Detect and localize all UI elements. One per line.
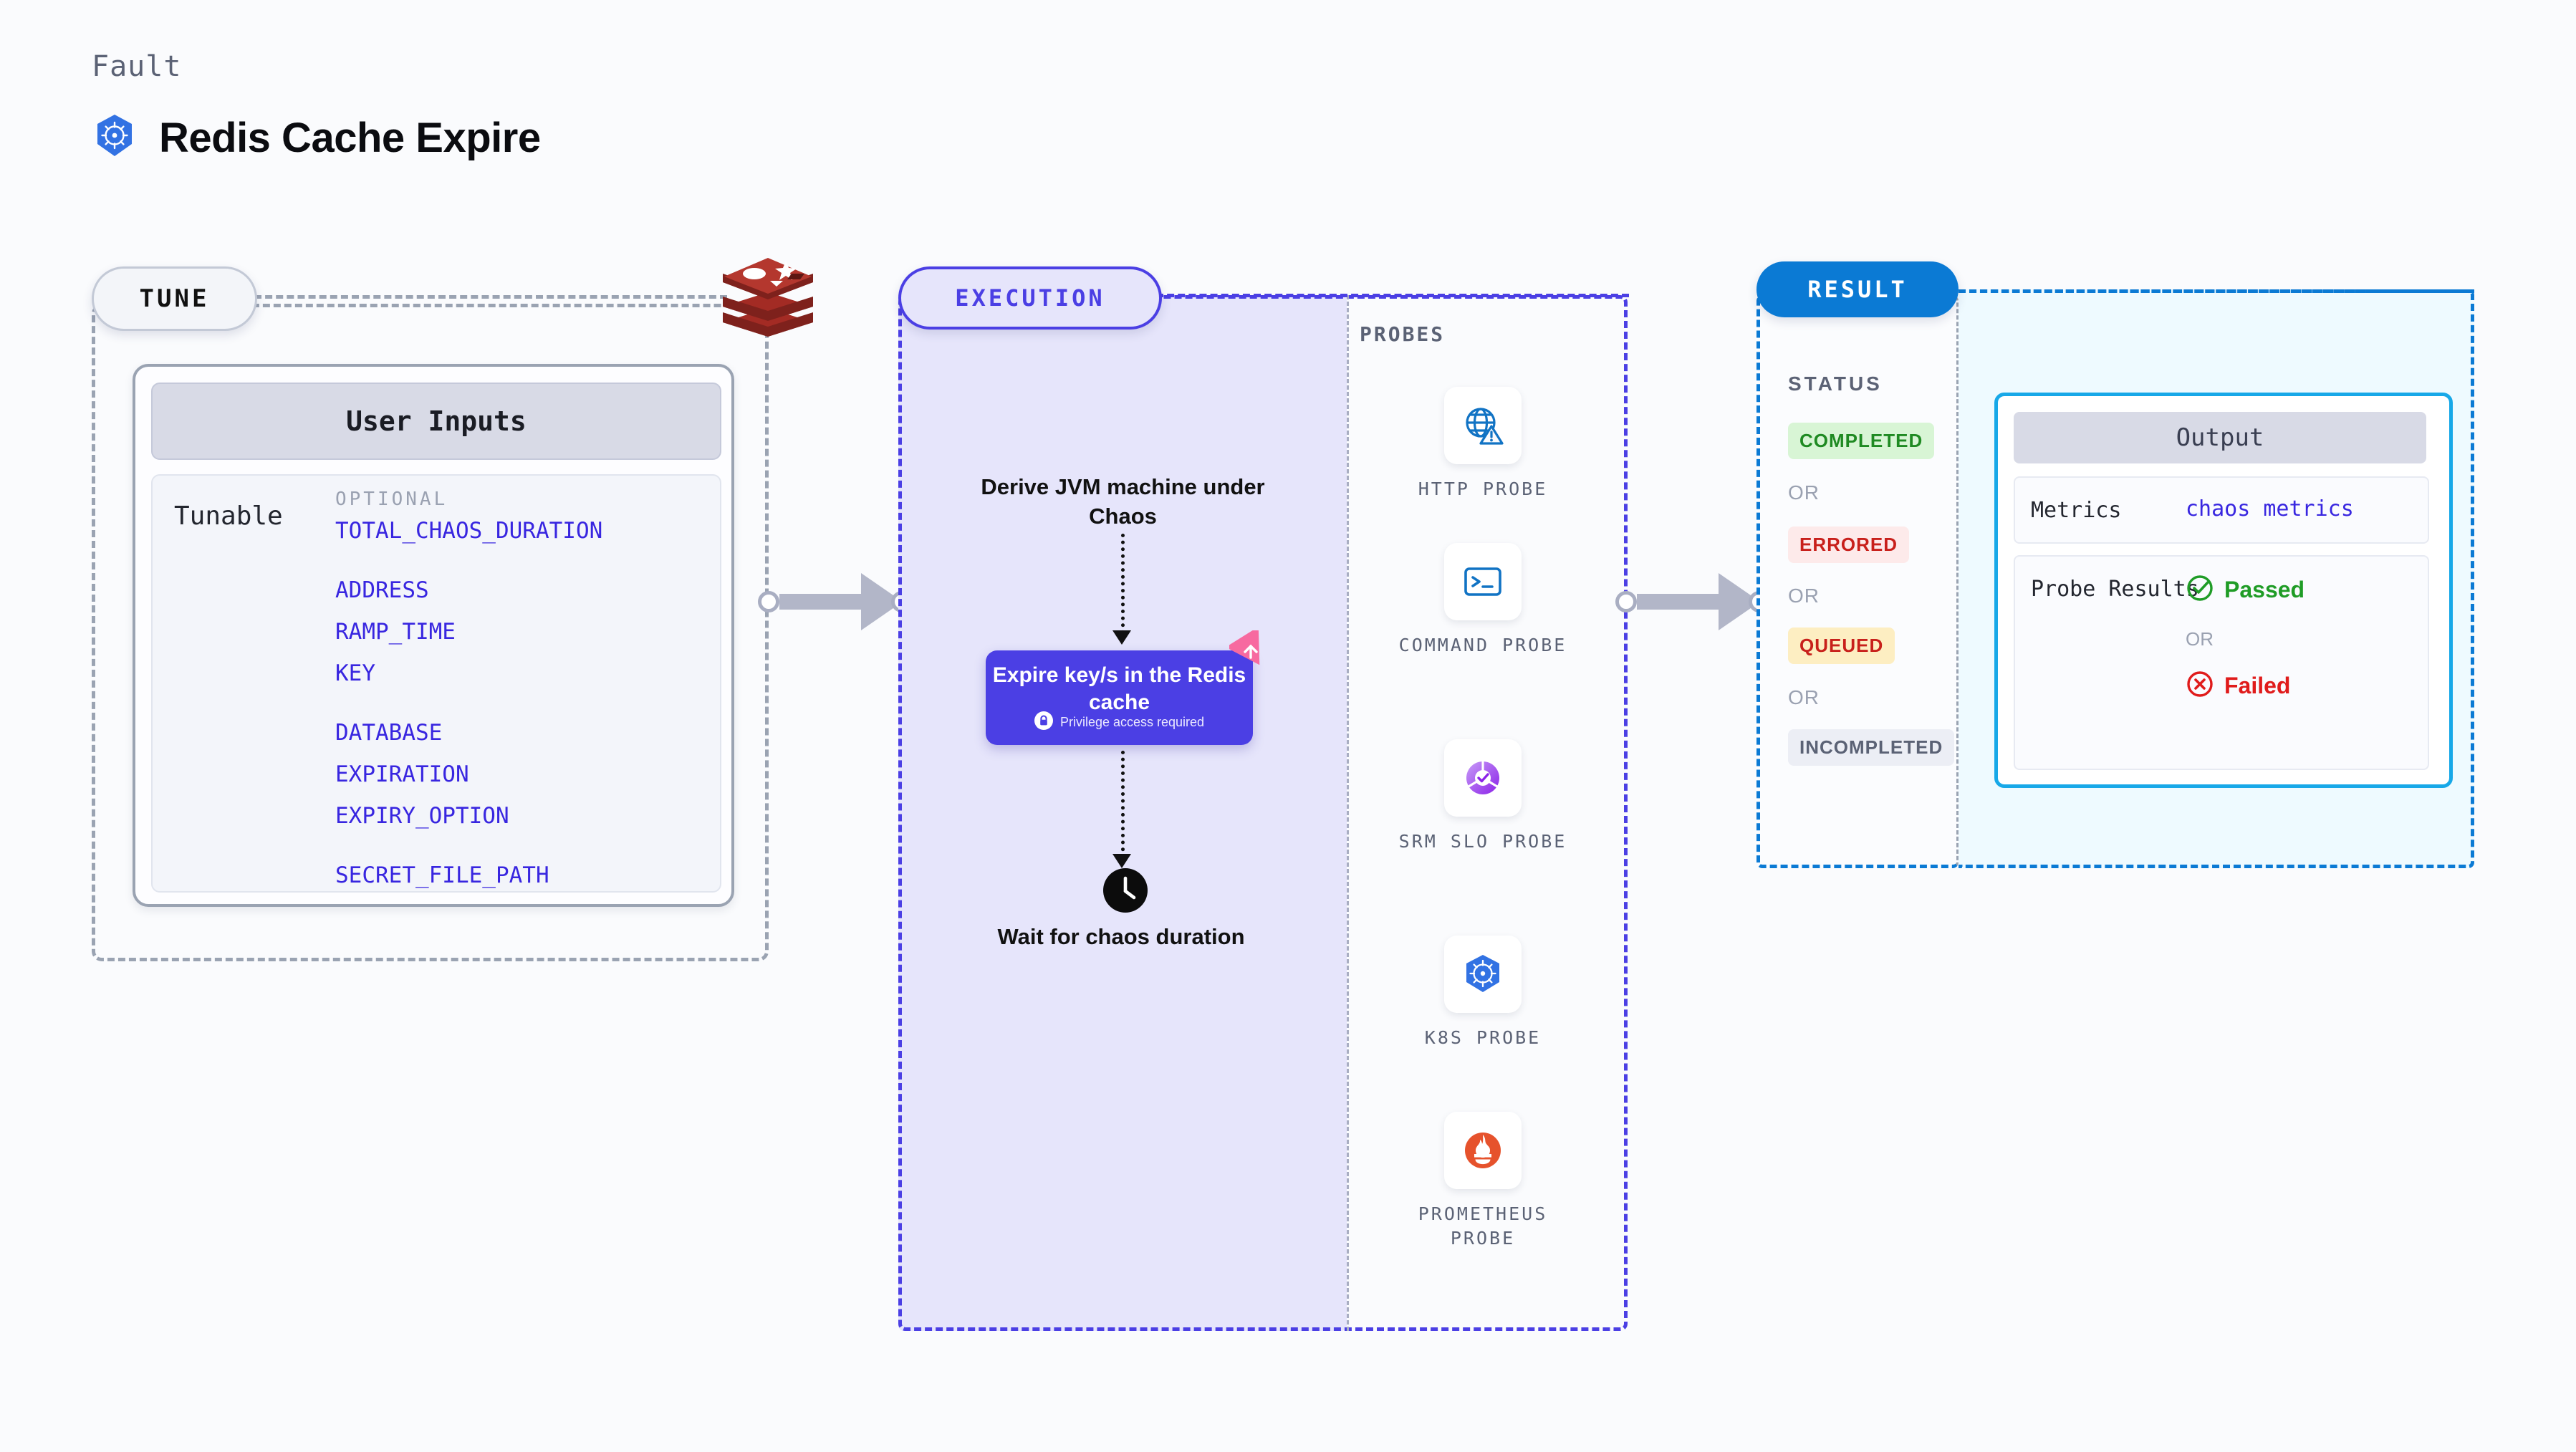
probe-result-failed: Failed <box>2186 670 2290 702</box>
result-status-section <box>1756 295 1959 868</box>
arrow-tune-to-execution <box>758 573 913 630</box>
probe-label: PROMETHEUS PROBE <box>1418 1203 1548 1249</box>
page-title: Redis Cache Expire <box>159 115 541 161</box>
tune-connector-line <box>254 295 727 299</box>
probe-label: K8S PROBE <box>1424 1027 1542 1048</box>
status-badge-incompleted: INCOMPLETED <box>1788 729 1955 766</box>
step-wait-label: Wait for chaos duration <box>997 924 1245 949</box>
probe-results-key: Probe Results <box>2031 577 2199 602</box>
tune-pill[interactable]: TUNE <box>92 266 257 331</box>
arrow-start-dot <box>1615 591 1637 612</box>
passed-label: Passed <box>2224 577 2305 602</box>
status-label: STATUS <box>1788 372 1883 395</box>
action-card-title: Expire key/s in the Redis cache <box>992 663 1246 714</box>
probes-section-label: PROBES <box>1360 322 1446 346</box>
slo-donut-check-icon <box>1444 739 1522 817</box>
probe-http[interactable]: HTTP PROBE <box>1393 387 1572 501</box>
action-card[interactable]: Expire key/s in the Redis cache Privileg… <box>986 650 1253 745</box>
user-inputs-card: User Inputs Tunable OPTIONAL TOTAL_CHAOS… <box>133 364 734 907</box>
prometheus-icon <box>1444 1112 1522 1189</box>
param-item[interactable]: ADDRESS <box>335 577 429 603</box>
or-label: OR <box>2186 628 2214 650</box>
metrics-value[interactable]: chaos metrics <box>2186 496 2354 521</box>
probe-label: COMMAND PROBE <box>1398 635 1567 655</box>
result-connector-line <box>1959 289 2474 293</box>
title-row: Redis Cache Expire <box>92 113 541 163</box>
status-badge-errored: ERRORED <box>1788 527 1910 563</box>
probes-divider <box>1347 295 1349 1331</box>
param-item[interactable]: RAMP_TIME <box>335 619 456 645</box>
probe-label: SRM SLO PROBE <box>1398 831 1567 852</box>
probe-result-passed: Passed <box>2186 574 2305 606</box>
output-title: Output <box>2014 412 2426 463</box>
probe-label: HTTP PROBE <box>1418 479 1548 499</box>
output-card: Output Metrics chaos metrics Probe Resul… <box>1994 393 2453 788</box>
globe-warning-icon <box>1444 387 1522 464</box>
fault-kicker: Fault <box>92 50 182 83</box>
tunable-label: Tunable <box>174 501 283 531</box>
param-item[interactable]: SECRET_FILE_PATH <box>335 862 549 888</box>
flow-line-2 <box>1121 751 1125 858</box>
probe-prometheus[interactable]: PROMETHEUS PROBE <box>1393 1112 1572 1251</box>
arrow-execution-to-result <box>1615 573 1770 630</box>
metrics-key: Metrics <box>2031 498 2122 523</box>
param-item[interactable]: DATABASE <box>335 720 443 746</box>
tunable-param-list: TOTAL_CHAOS_DURATION ADDRESS RAMP_TIME K… <box>335 520 602 906</box>
flow-line-1 <box>1121 534 1125 634</box>
param-item[interactable]: KEY <box>335 660 375 686</box>
result-pill[interactable]: RESULT <box>1756 261 1959 317</box>
redis-logo <box>720 252 817 345</box>
lock-icon <box>1034 711 1053 734</box>
litmus-logo <box>1225 626 1271 669</box>
tunable-panel: Tunable OPTIONAL TOTAL_CHAOS_DURATION AD… <box>151 474 721 893</box>
arrow-bar <box>779 594 862 610</box>
probe-command[interactable]: COMMAND PROBE <box>1393 543 1572 658</box>
status-badge-queued: QUEUED <box>1788 628 1895 664</box>
privilege-note: Privilege access required <box>1059 715 1205 729</box>
param-item[interactable]: EXPIRATION <box>335 761 469 787</box>
privilege-row: Privilege access required <box>986 711 1253 734</box>
failed-label: Failed <box>2224 673 2291 698</box>
terminal-icon <box>1444 543 1522 620</box>
probe-srm-slo[interactable]: SRM SLO PROBE <box>1393 739 1572 854</box>
flow-arrow-2 <box>1112 854 1131 868</box>
metrics-row: Metrics chaos metrics <box>2014 476 2429 544</box>
execution-connector-line <box>1156 294 1629 297</box>
probe-k8s[interactable]: K8S PROBE <box>1393 936 1572 1050</box>
status-badge-completed: COMPLETED <box>1788 423 1935 459</box>
tune-section <box>92 304 769 961</box>
clock-icon <box>1103 868 1148 913</box>
step-derive-label: Derive JVM machine under Chaos <box>981 474 1265 529</box>
kubernetes-icon <box>92 113 138 163</box>
x-circle-icon <box>2186 670 2214 702</box>
optional-label: OPTIONAL <box>335 489 448 510</box>
execution-pill[interactable]: EXECUTION <box>898 266 1162 330</box>
check-circle-icon <box>2186 574 2214 606</box>
or-label: OR <box>1788 481 1820 504</box>
param-item[interactable]: TOTAL_CHAOS_DURATION <box>335 518 603 544</box>
probe-result-or: OR <box>2186 628 2214 650</box>
page-header: Fault Redis Cache Expire <box>92 50 541 163</box>
arrow-bar <box>1637 594 1720 610</box>
kubernetes-icon <box>1444 936 1522 1013</box>
param-item[interactable]: EXPIRY_OPTION <box>335 803 509 829</box>
flow-arrow-1 <box>1112 630 1131 645</box>
user-inputs-title: User Inputs <box>151 383 721 460</box>
or-label: OR <box>1788 585 1820 607</box>
or-label: OR <box>1788 686 1820 708</box>
arrow-start-dot <box>758 591 779 612</box>
probe-results-row: Probe Results Passed OR <box>2014 555 2429 770</box>
